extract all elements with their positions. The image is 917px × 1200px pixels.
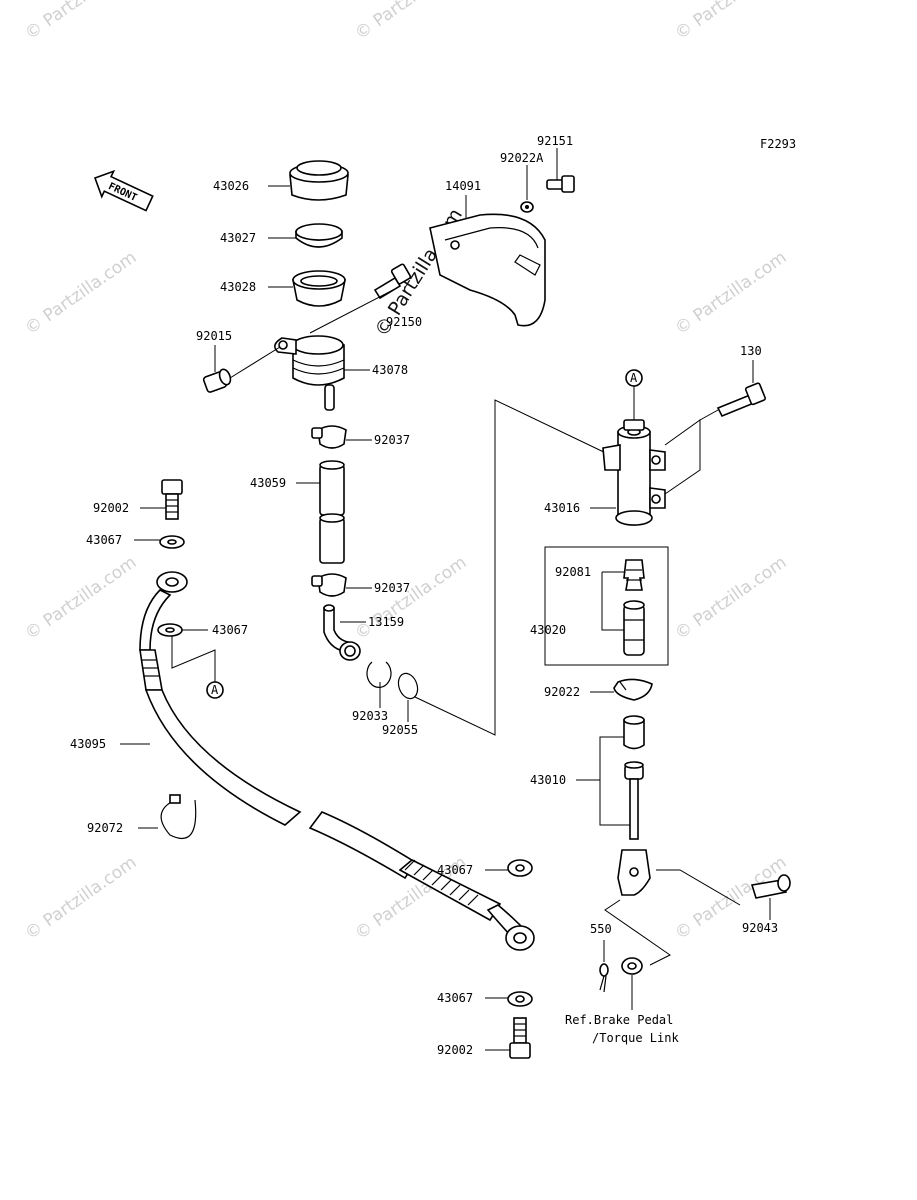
watermark: © Partzilla.com (671, 0, 790, 44)
watermark: © Partzilla.com (671, 247, 790, 339)
reservoir-43078 (274, 335, 345, 411)
ref-note-line2: /Torque Link (592, 1031, 679, 1045)
front-arrow-icon: FRONT (93, 169, 154, 212)
banjo-bolt-92002-upper (161, 479, 183, 520)
callout-43016: 43016 (544, 501, 580, 515)
callout-550: 550 (590, 922, 612, 936)
watermark-layer: © Partzilla.com © Partzilla.com © Partzi… (21, 0, 790, 944)
kit-leader (601, 572, 624, 631)
hose-43059 (319, 460, 345, 564)
callout-43059: 43059 (250, 476, 286, 490)
diaphragm-43028 (292, 270, 346, 307)
callout-92055: 92055 (382, 723, 418, 737)
washer-43067-c (507, 859, 533, 877)
callout-92033: 92033 (352, 709, 388, 723)
callout-43067-c: 43067 (437, 863, 473, 877)
callout-43078: 43078 (372, 363, 408, 377)
diaphragm-plate-43027 (295, 223, 343, 248)
watermark: © Partzilla.com (21, 852, 140, 944)
o-ring-92055 (397, 672, 419, 700)
callout-92022a: 92022A (500, 151, 544, 165)
figure-code: F2293 (760, 137, 796, 151)
callout-92072: 92072 (87, 821, 123, 835)
washer-43067-b (157, 623, 183, 637)
ref-marker-a-bottom: A (206, 681, 224, 699)
callout-13159: 13159 (368, 615, 404, 629)
callout-43010: 43010 (530, 773, 566, 787)
assembly-line (414, 399, 611, 736)
callout-92015: 92015 (196, 329, 232, 343)
washer-43067-d (507, 991, 533, 1007)
reservoir-cap-43026 (289, 160, 349, 201)
hose-clamp-92072 (160, 794, 197, 840)
callout-92037-lower: 92037 (374, 581, 410, 595)
piston-43020 (623, 600, 645, 656)
grommet-92015 (202, 368, 232, 393)
circlip-92022 (613, 678, 653, 701)
cotter-pin-550 (599, 963, 609, 993)
callout-43028: 43028 (220, 280, 256, 294)
callout-92002-upper: 92002 (93, 501, 129, 515)
washer-92022a (520, 201, 534, 213)
watermark: © Partzilla.com (21, 0, 140, 44)
watermark: © Partzilla.com (351, 0, 470, 44)
watermark: © Partzilla.com (671, 552, 790, 644)
callout-43095: 43095 (70, 737, 106, 751)
brake-hose-43095 (139, 571, 535, 951)
bolt-92150 (373, 263, 412, 300)
bolt-130-leader (664, 419, 701, 495)
callout-43067-a: 43067 (86, 533, 122, 547)
circlip-92033 (366, 661, 392, 688)
fitting-13159 (323, 604, 361, 661)
ref-marker-label: A (211, 683, 219, 697)
ref-marker-a-top: A (625, 369, 643, 420)
master-cylinder-body-43016 (602, 419, 666, 526)
callout-92002-lower: 92002 (437, 1043, 473, 1057)
callout-43067-b: 43067 (212, 623, 248, 637)
callout-92022: 92022 (544, 685, 580, 699)
callout-92151: 92151 (537, 134, 573, 148)
pin-leader (604, 899, 671, 966)
watermark: © Partzilla.com (351, 552, 470, 644)
callout-130: 130 (740, 344, 762, 358)
ref-marker-label: A (630, 371, 638, 385)
boot-92081 (623, 559, 645, 591)
callout-43020: 43020 (530, 623, 566, 637)
ref-a-leader (171, 636, 216, 682)
callout-14091: 14091 (445, 179, 481, 193)
watermark: © Partzilla.com (21, 552, 140, 644)
washer-pedal (621, 957, 643, 975)
callout-43067-d: 43067 (437, 991, 473, 1005)
callout-92037-upper: 92037 (374, 433, 410, 447)
push-rod-leader (599, 736, 630, 826)
clamp-92037-lower (311, 573, 347, 597)
callout-43026: 43026 (213, 179, 249, 193)
push-rod-43010 (617, 715, 651, 896)
watermark: © Partzilla.com (21, 247, 140, 339)
bolt-92151 (546, 175, 575, 193)
callout-92150: 92150 (386, 315, 422, 329)
bolt-130 (716, 382, 766, 418)
banjo-bolt-92002-lower (509, 1017, 531, 1059)
callout-92043: 92043 (742, 921, 778, 935)
kit-box-43020 (544, 546, 669, 666)
callout-92081: 92081 (555, 565, 591, 579)
washer-43067-a (159, 535, 185, 549)
callout-43027: 43027 (220, 231, 256, 245)
pin-92043 (750, 874, 791, 899)
pin-92043-leader (656, 869, 741, 906)
clamp-92037-upper (311, 425, 347, 449)
ref-note-line1: Ref.Brake Pedal (565, 1013, 673, 1027)
cover-14091 (429, 213, 546, 327)
